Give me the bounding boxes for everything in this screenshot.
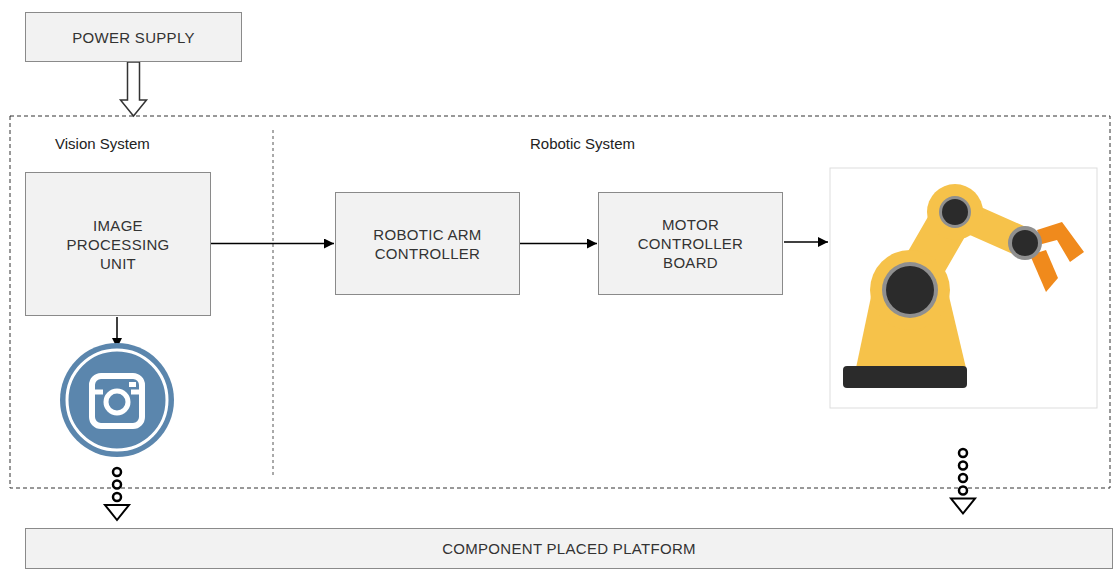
box-label: MOTOR CONTROLLER BOARD bbox=[631, 215, 751, 272]
robotic-region: Robotic SystemROBOTIC ARM CONTROLLER MOTO… bbox=[273, 116, 1110, 488]
dotted-link-ring bbox=[959, 462, 967, 470]
power-supply-box: POWER SUPPLY bbox=[25, 12, 242, 62]
region-heading: Robotic System bbox=[530, 134, 635, 153]
signal-arrow bbox=[211, 243, 334, 245]
system-boundary bbox=[10, 116, 1110, 488]
power-arrow bbox=[121, 62, 147, 116]
process-box: ROBOTIC ARM CONTROLLER bbox=[335, 192, 520, 295]
connector bbox=[951, 448, 975, 514]
connector bbox=[121, 62, 147, 116]
signal-arrow bbox=[520, 243, 597, 245]
dotted-link-ring bbox=[959, 487, 967, 495]
box-label: POWER SUPPLY bbox=[72, 28, 195, 47]
robot-wire bbox=[784, 241, 828, 243]
connector bbox=[105, 467, 129, 520]
process-box: MOTOR CONTROLLER BOARD bbox=[598, 192, 783, 295]
robot-arm-picture bbox=[830, 168, 1097, 408]
box-label: COMPONENT PLACED PLATFORM bbox=[442, 539, 696, 558]
camera-icon bbox=[60, 343, 174, 457]
dotted-link-ring bbox=[113, 493, 121, 501]
dotted-link-ring bbox=[959, 474, 967, 482]
region-heading: Vision System bbox=[55, 134, 150, 153]
dotted-link-ring bbox=[113, 468, 121, 476]
dotted-link-ring bbox=[113, 481, 121, 489]
vision-region: Vision SystemIMAGE PROCESSING UNIT bbox=[10, 116, 273, 488]
divider-line bbox=[273, 130, 274, 476]
dotted-link-ring bbox=[959, 449, 967, 457]
hollow-arrowhead bbox=[951, 499, 975, 514]
box-label: IMAGE PROCESSING UNIT bbox=[58, 216, 178, 273]
connector bbox=[520, 243, 597, 244]
box-label: ROBOTIC ARM CONTROLLER bbox=[345, 225, 510, 263]
connector bbox=[211, 243, 334, 244]
platform-band: COMPONENT PLACED PLATFORM bbox=[25, 528, 1113, 569]
hollow-arrowhead bbox=[105, 505, 129, 520]
process-box: IMAGE PROCESSING UNIT bbox=[25, 172, 211, 316]
